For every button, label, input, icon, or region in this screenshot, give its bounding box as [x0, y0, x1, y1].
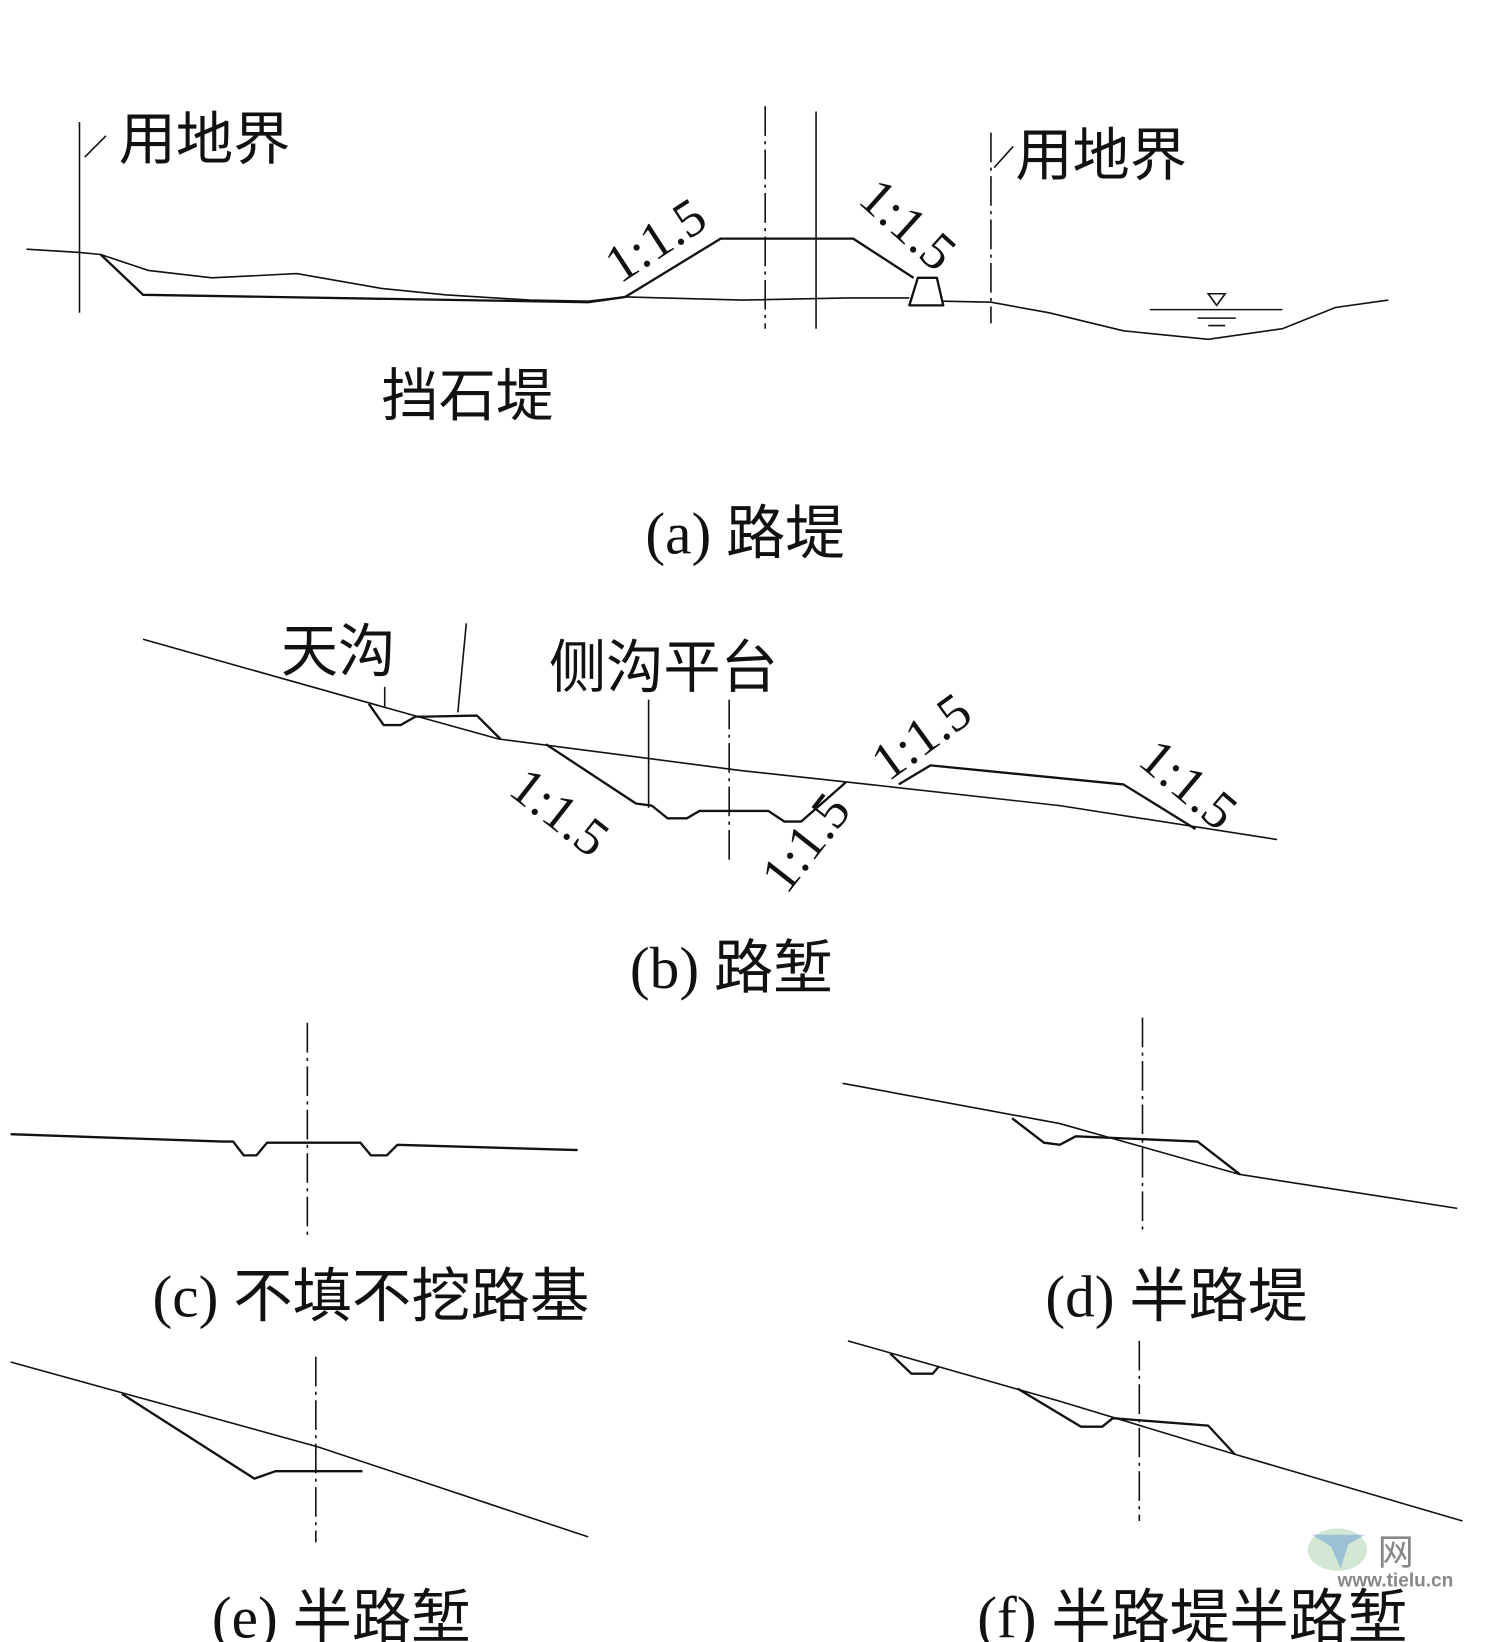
panel-d-half-embankment: (d) 半路堤 [842, 1017, 1458, 1329]
top-ditch [367, 703, 427, 727]
land-boundary-label-left: 用地界 [119, 107, 291, 173]
slope-ratio-fill-left: 1:1.5 [861, 682, 982, 792]
section-profile [1016, 1387, 1236, 1456]
slope-ratio-cut-right: 1:1.5 [750, 783, 862, 903]
panel-a-embankment: 用地界 用地界 1:1.5 1:1.5 挡石堤 (a) 路堤 [26, 106, 1389, 566]
top-ditch [889, 1352, 940, 1375]
platform-leader [457, 623, 468, 713]
ground-profile [10, 1133, 578, 1157]
ground-line-right [943, 299, 1389, 341]
fill-profile [1011, 1117, 1241, 1176]
boundary-tick-left [84, 135, 107, 158]
embankment-outline [624, 237, 915, 298]
slope-ratio-cut-left: 1:1.5 [499, 757, 619, 869]
side-ditch-platform-label: 侧沟平台 [549, 635, 778, 701]
caption-f: (f) 半路堤半路堑 [977, 1585, 1407, 1642]
embankment-base [625, 296, 910, 301]
top-ditch-label: 天沟 [281, 619, 395, 685]
caption-b: (b) 路堑 [630, 935, 833, 1001]
caption-d: (d) 半路堤 [1045, 1263, 1307, 1329]
caption-a: (a) 路堤 [645, 500, 844, 566]
boundary-tick-right [993, 145, 1014, 169]
cut-profile [545, 743, 847, 823]
panel-c-at-grade: (c) 不填不挖路基 [10, 1022, 590, 1329]
fill-profile [898, 764, 1197, 830]
retaining-wall-label: 挡石堤 [382, 364, 554, 430]
cut-profile [121, 1392, 363, 1480]
ground-line [10, 1361, 589, 1538]
land-boundary-label-right: 用地界 [1015, 123, 1187, 189]
caption-e: (e) 半路堑 [212, 1585, 471, 1642]
watermark-text: 网 [1378, 1531, 1414, 1572]
slope-ratio-right: 1:1.5 [848, 167, 967, 282]
panel-e-half-cutting: (e) 半路堑 [10, 1356, 589, 1642]
spoil-platform [426, 714, 502, 740]
ground-line [842, 1082, 1458, 1210]
ground-line [26, 248, 626, 302]
ground-line [142, 638, 1278, 841]
panel-f-half-fill-half-cut: (f) 半路堤半路堑 [847, 1340, 1463, 1642]
watermark-logo: 网 www.tielu.cn [1307, 1528, 1454, 1592]
panel-b-cutting: 天沟 侧沟平台 1:1.5 1:1.5 1:1.5 1:1.5 (b) 路堑 [142, 619, 1278, 1001]
borrow-pit [99, 253, 626, 304]
watermark-url: www.tielu.cn [1337, 1571, 1454, 1592]
ground-line [847, 1340, 1463, 1522]
caption-c: (c) 不填不挖路基 [153, 1263, 590, 1329]
water-level-icon [1149, 292, 1283, 327]
retaining-wall [908, 276, 945, 307]
